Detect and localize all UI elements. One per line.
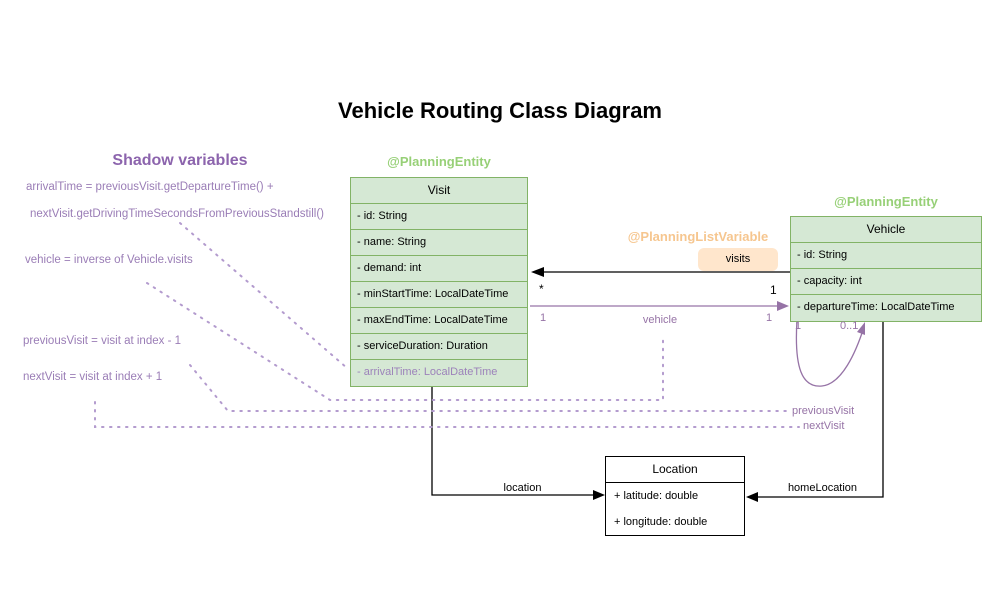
shadow-note-vehicle: vehicle = inverse of Vehicle.visits <box>25 254 193 266</box>
shadow-note-previous-visit: previousVisit = visit at index - 1 <box>23 335 181 347</box>
home-location-edge-label: homeLocation <box>787 482 858 494</box>
vehicle-planning-entity-annotation: @PlanningEntity <box>834 194 938 209</box>
attribute-row: + longitude: double <box>614 516 708 528</box>
chain-self-loop-line <box>795 319 865 387</box>
attribute-row-shadow-arrivaltime: - arrivalTime: LocalDateTime <box>357 366 498 378</box>
visits-multiplicity-star: * <box>539 282 544 296</box>
visits-arrowhead-icon <box>531 267 544 277</box>
attribute-row: - serviceDuration: Duration <box>351 334 527 360</box>
dotted-link-vehicle <box>146 282 664 401</box>
vehicle-multiplicity-right: 1 <box>766 312 773 324</box>
attribute-row: - demand: int <box>351 256 527 282</box>
visit-class-name: Visit <box>351 178 527 204</box>
dotted-link-next-visit <box>94 401 800 428</box>
visits-multiplicity-one: 1 <box>770 283 777 297</box>
dotted-link-arrivaltime <box>179 222 348 369</box>
home-location-association-line <box>757 320 884 498</box>
vehicle-class-name: Vehicle <box>791 217 981 243</box>
visits-label-chip: visits <box>698 248 778 271</box>
chain-multiplicity-zero-one: 0..1 <box>840 320 859 332</box>
attribute-row: + latitude: double <box>614 490 699 502</box>
chain-multiplicity-one: 1 <box>795 320 802 332</box>
location-class-name: Location <box>606 457 744 483</box>
attribute-row: - id: String <box>351 204 527 230</box>
visit-class: Visit - id: String - name: String - dema… <box>350 177 528 387</box>
shadow-variables-heading: Shadow variables <box>112 152 248 169</box>
location-association-line <box>431 386 594 496</box>
previous-visit-label: previousVisit <box>792 405 855 417</box>
visit-planning-entity-annotation: @PlanningEntity <box>387 154 491 169</box>
diagram-title: Vehicle Routing Class Diagram <box>338 98 662 123</box>
planning-list-variable-annotation: @PlanningListVariable <box>627 229 769 244</box>
next-visit-label: nextVisit <box>803 420 845 432</box>
attribute-row: - name: String <box>351 230 527 256</box>
chain-loop-arrowhead-icon <box>857 322 865 335</box>
shadow-note-arrivaltime-2: nextVisit.getDrivingTimeSecondsFromPrevi… <box>30 208 324 220</box>
attribute-row: - minStartTime: LocalDateTime <box>351 282 527 308</box>
home-location-arrowhead-icon <box>746 492 758 502</box>
shadow-note-next-visit: nextVisit = visit at index + 1 <box>23 371 163 383</box>
location-arrowhead-icon <box>593 490 605 500</box>
shadow-note-arrivaltime-1: arrivalTime = previousVisit.getDeparture… <box>26 181 274 193</box>
location-class: Location + latitude: double + longitude:… <box>605 456 745 536</box>
location-edge-label: location <box>503 482 542 494</box>
vehicle-multiplicity-left: 1 <box>540 312 547 324</box>
vehicle-class: Vehicle - id: String - capacity: int - d… <box>790 216 982 322</box>
attribute-row: - capacity: int <box>791 269 981 295</box>
attribute-row: - id: String <box>791 243 981 269</box>
attribute-row: - maxEndTime: LocalDateTime <box>351 308 527 334</box>
vehicle-arrowhead-icon <box>777 301 789 311</box>
dotted-link-previous-visit <box>189 364 789 412</box>
attribute-row: - departureTime: LocalDateTime <box>797 301 955 313</box>
vehicle-edge-label: vehicle <box>642 314 678 326</box>
